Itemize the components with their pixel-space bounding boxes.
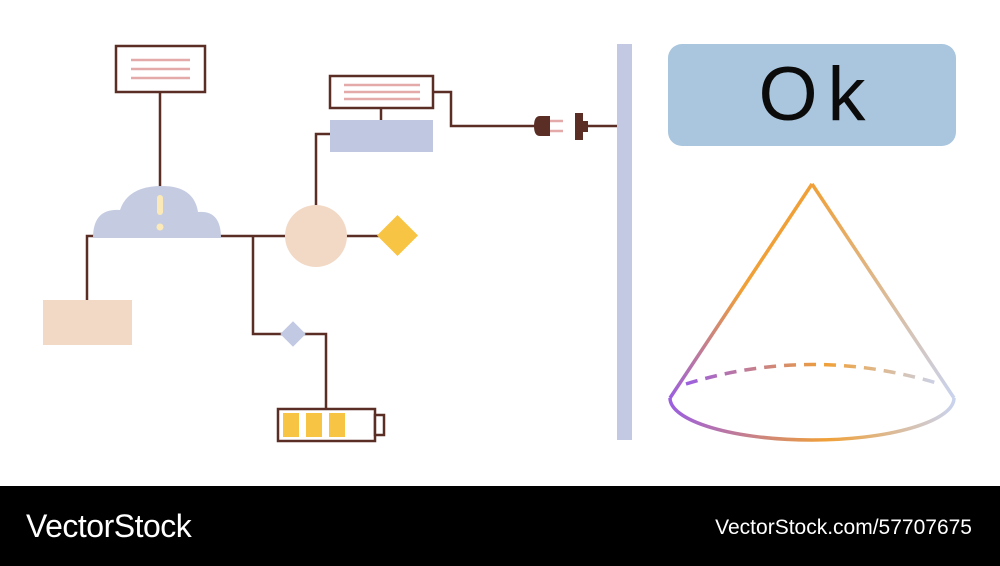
ok-label: Ok	[758, 52, 876, 137]
plug-icon	[534, 116, 563, 136]
socket-icon	[575, 113, 588, 140]
note-card-top	[114, 44, 207, 94]
small-diamond	[280, 321, 306, 347]
flow-diagram	[43, 44, 956, 443]
peach-block	[43, 300, 132, 345]
battery-cell	[306, 413, 322, 437]
blue-panel	[330, 120, 433, 152]
note-card-right	[328, 74, 435, 152]
battery-cell	[329, 413, 345, 437]
battery-cell	[283, 413, 299, 437]
stock-id-text: VectorStock.com/57707675	[715, 516, 972, 539]
cone-icon	[668, 183, 956, 442]
brand-logo-text: VectorStock	[26, 508, 192, 544]
peach-circle	[285, 205, 347, 267]
illustration: Ok	[43, 44, 956, 443]
battery-cells	[283, 413, 345, 437]
battery-icon	[276, 407, 386, 443]
ok-badge: Ok	[668, 44, 956, 146]
yellow-diamond	[376, 214, 419, 257]
cloud-alert-icon	[93, 186, 221, 238]
vertical-divider	[617, 44, 632, 440]
watermark-footer: VectorStock VectorStock.com/57707675	[0, 486, 1000, 566]
